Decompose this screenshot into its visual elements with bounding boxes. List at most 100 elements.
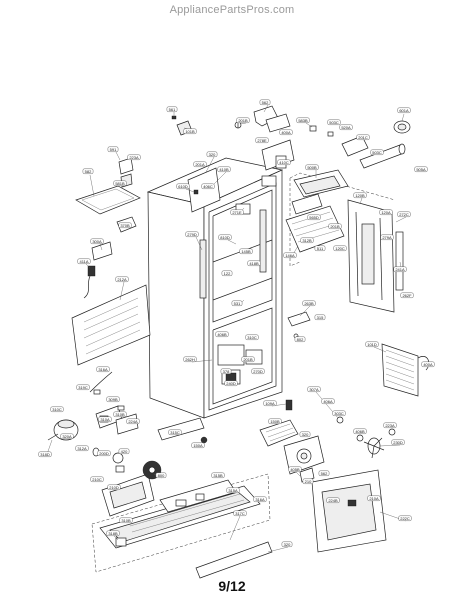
part-label-223A: 223A	[383, 422, 397, 428]
part-label-text: 262H	[185, 357, 195, 362]
part-label-text: 406A	[323, 399, 333, 404]
part-label-210A: 210A	[367, 495, 381, 501]
part-label-text: 300A	[92, 239, 102, 244]
part-label-text: 318B	[108, 531, 118, 536]
part-label-text: 410B	[219, 167, 229, 172]
part-label-101D: 101D	[365, 341, 379, 347]
part-label-text: 109A	[265, 401, 275, 406]
part-label-310C: 310C	[245, 334, 259, 340]
part-label-box	[332, 410, 346, 416]
part-label-text: 150A	[193, 443, 203, 448]
part-label-410B: 410B	[217, 166, 231, 173]
part-label-text: 310B	[121, 518, 131, 523]
part-label-box	[305, 164, 319, 171]
part-label-box	[236, 117, 250, 124]
part-label-text: 312B	[302, 238, 312, 243]
part-label-201B: 201B	[328, 223, 342, 229]
part-label-text: 800	[158, 473, 165, 478]
part-label-text: 406C	[203, 184, 213, 189]
part-label-text: 315C	[170, 430, 180, 435]
part-label-box	[221, 270, 233, 276]
part-label-box	[398, 515, 412, 521]
part-label-109A: 109A	[263, 400, 277, 406]
part-label-box	[327, 119, 341, 126]
part-label-240D: 240D	[224, 380, 238, 386]
part-label-text: 201B	[330, 224, 340, 229]
part-label-box	[220, 368, 232, 374]
part-label-text: 503C	[329, 120, 339, 125]
part-label-text: 223A	[385, 423, 395, 428]
part-label-150A: 150A	[191, 442, 205, 448]
part-label-text: 210A	[369, 496, 379, 501]
part-label-box	[217, 166, 231, 173]
part-label-box	[76, 384, 90, 390]
part-label-box	[118, 222, 132, 229]
part-label-315B: 315B	[211, 472, 225, 478]
part-label-802: 802	[294, 336, 306, 342]
part-label-201A: 201A	[193, 161, 207, 167]
part-label-box	[118, 448, 130, 454]
part-label-text: 410C	[279, 160, 289, 165]
part-label-box	[353, 192, 367, 199]
part-label-box	[318, 470, 330, 476]
part-label-581B: 581B	[113, 180, 127, 186]
part-label-text: 241A	[395, 267, 405, 272]
part-label-222C: 222C	[398, 515, 412, 521]
part-label-text: 531	[234, 301, 241, 306]
part-label-box	[241, 356, 255, 362]
part-label-101B: 101B	[183, 128, 197, 135]
part-label-text: 122	[224, 271, 231, 276]
part-label-310B: 310B	[113, 411, 127, 417]
part-label-text: 318D	[40, 452, 50, 457]
part-label-box	[239, 248, 253, 255]
part-label-317C: 317C	[233, 510, 247, 516]
part-label-box	[90, 476, 104, 482]
part-label-text: 802	[297, 337, 304, 342]
part-label-box	[288, 466, 302, 472]
part-label-text: 562	[321, 471, 328, 476]
part-label-text: 240D	[226, 381, 236, 386]
part-label-box	[106, 396, 120, 402]
part-label-text: 581B	[115, 181, 125, 186]
part-label-146A: 146A	[283, 252, 297, 258]
part-label-307A: 307A	[307, 386, 321, 392]
part-label-box	[296, 117, 310, 124]
part-label-box	[176, 183, 190, 190]
part-label-box	[393, 266, 407, 272]
part-label-box	[75, 445, 89, 451]
part-label-text: 319C	[78, 385, 88, 390]
part-label-box	[356, 134, 370, 141]
part-label-text: 223A	[129, 155, 139, 160]
part-label-300A: 300A	[90, 238, 104, 245]
part-label-box	[183, 128, 197, 135]
part-label-312B: 312B	[300, 237, 314, 243]
part-label-box	[107, 146, 119, 153]
part-label-box	[90, 238, 104, 245]
part-label-272C: 272C	[397, 211, 411, 217]
part-label-box	[215, 331, 229, 337]
part-label-212A: 212A	[115, 276, 129, 282]
part-label-120A: 120A	[379, 209, 393, 215]
part-label-text: 120A	[381, 210, 391, 215]
part-label-201B: 201B	[236, 117, 250, 124]
part-label-text: 400A	[423, 362, 433, 367]
part-label-box	[277, 159, 291, 166]
part-label-562: 562	[259, 99, 271, 105]
part-label-406B: 406B	[353, 428, 367, 434]
part-label-box	[391, 439, 405, 445]
part-label-text: 262F	[402, 293, 412, 298]
part-label-text: 279D	[187, 232, 197, 237]
part-label-text: 520A	[341, 125, 351, 130]
part-label-box	[113, 411, 127, 417]
top-parts	[171, 105, 411, 171]
part-label-text: 317C	[235, 511, 245, 516]
part-label-562: 562	[318, 470, 330, 476]
part-label-box	[96, 366, 110, 372]
part-label-241A: 241A	[393, 266, 407, 272]
part-label-text: 101B	[185, 129, 195, 134]
page-number: 9/12	[218, 578, 246, 594]
part-label-text: 583B	[298, 118, 308, 123]
part-label-316A: 316A	[96, 366, 110, 372]
part-label-150B: 150B	[268, 418, 282, 424]
part-label-box	[126, 418, 140, 424]
